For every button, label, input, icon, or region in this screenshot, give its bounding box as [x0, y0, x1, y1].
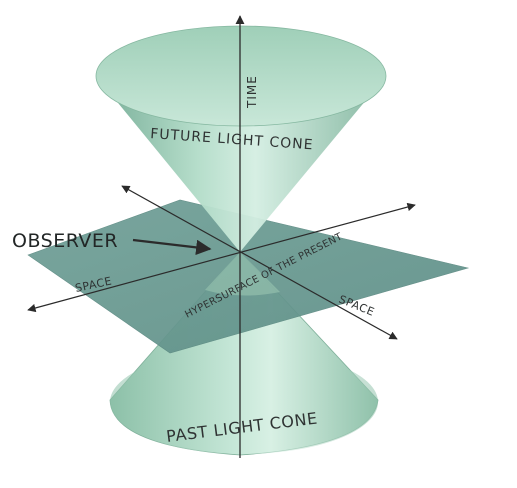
observer-label: OBSERVER	[12, 230, 118, 252]
past-light-cone	[109, 251, 379, 456]
observer-pointer	[132, 238, 212, 256]
axes	[27, 15, 416, 458]
future-light-cone	[95, 25, 387, 252]
time-label: TIME	[245, 75, 259, 109]
space-axis-b	[121, 185, 398, 340]
